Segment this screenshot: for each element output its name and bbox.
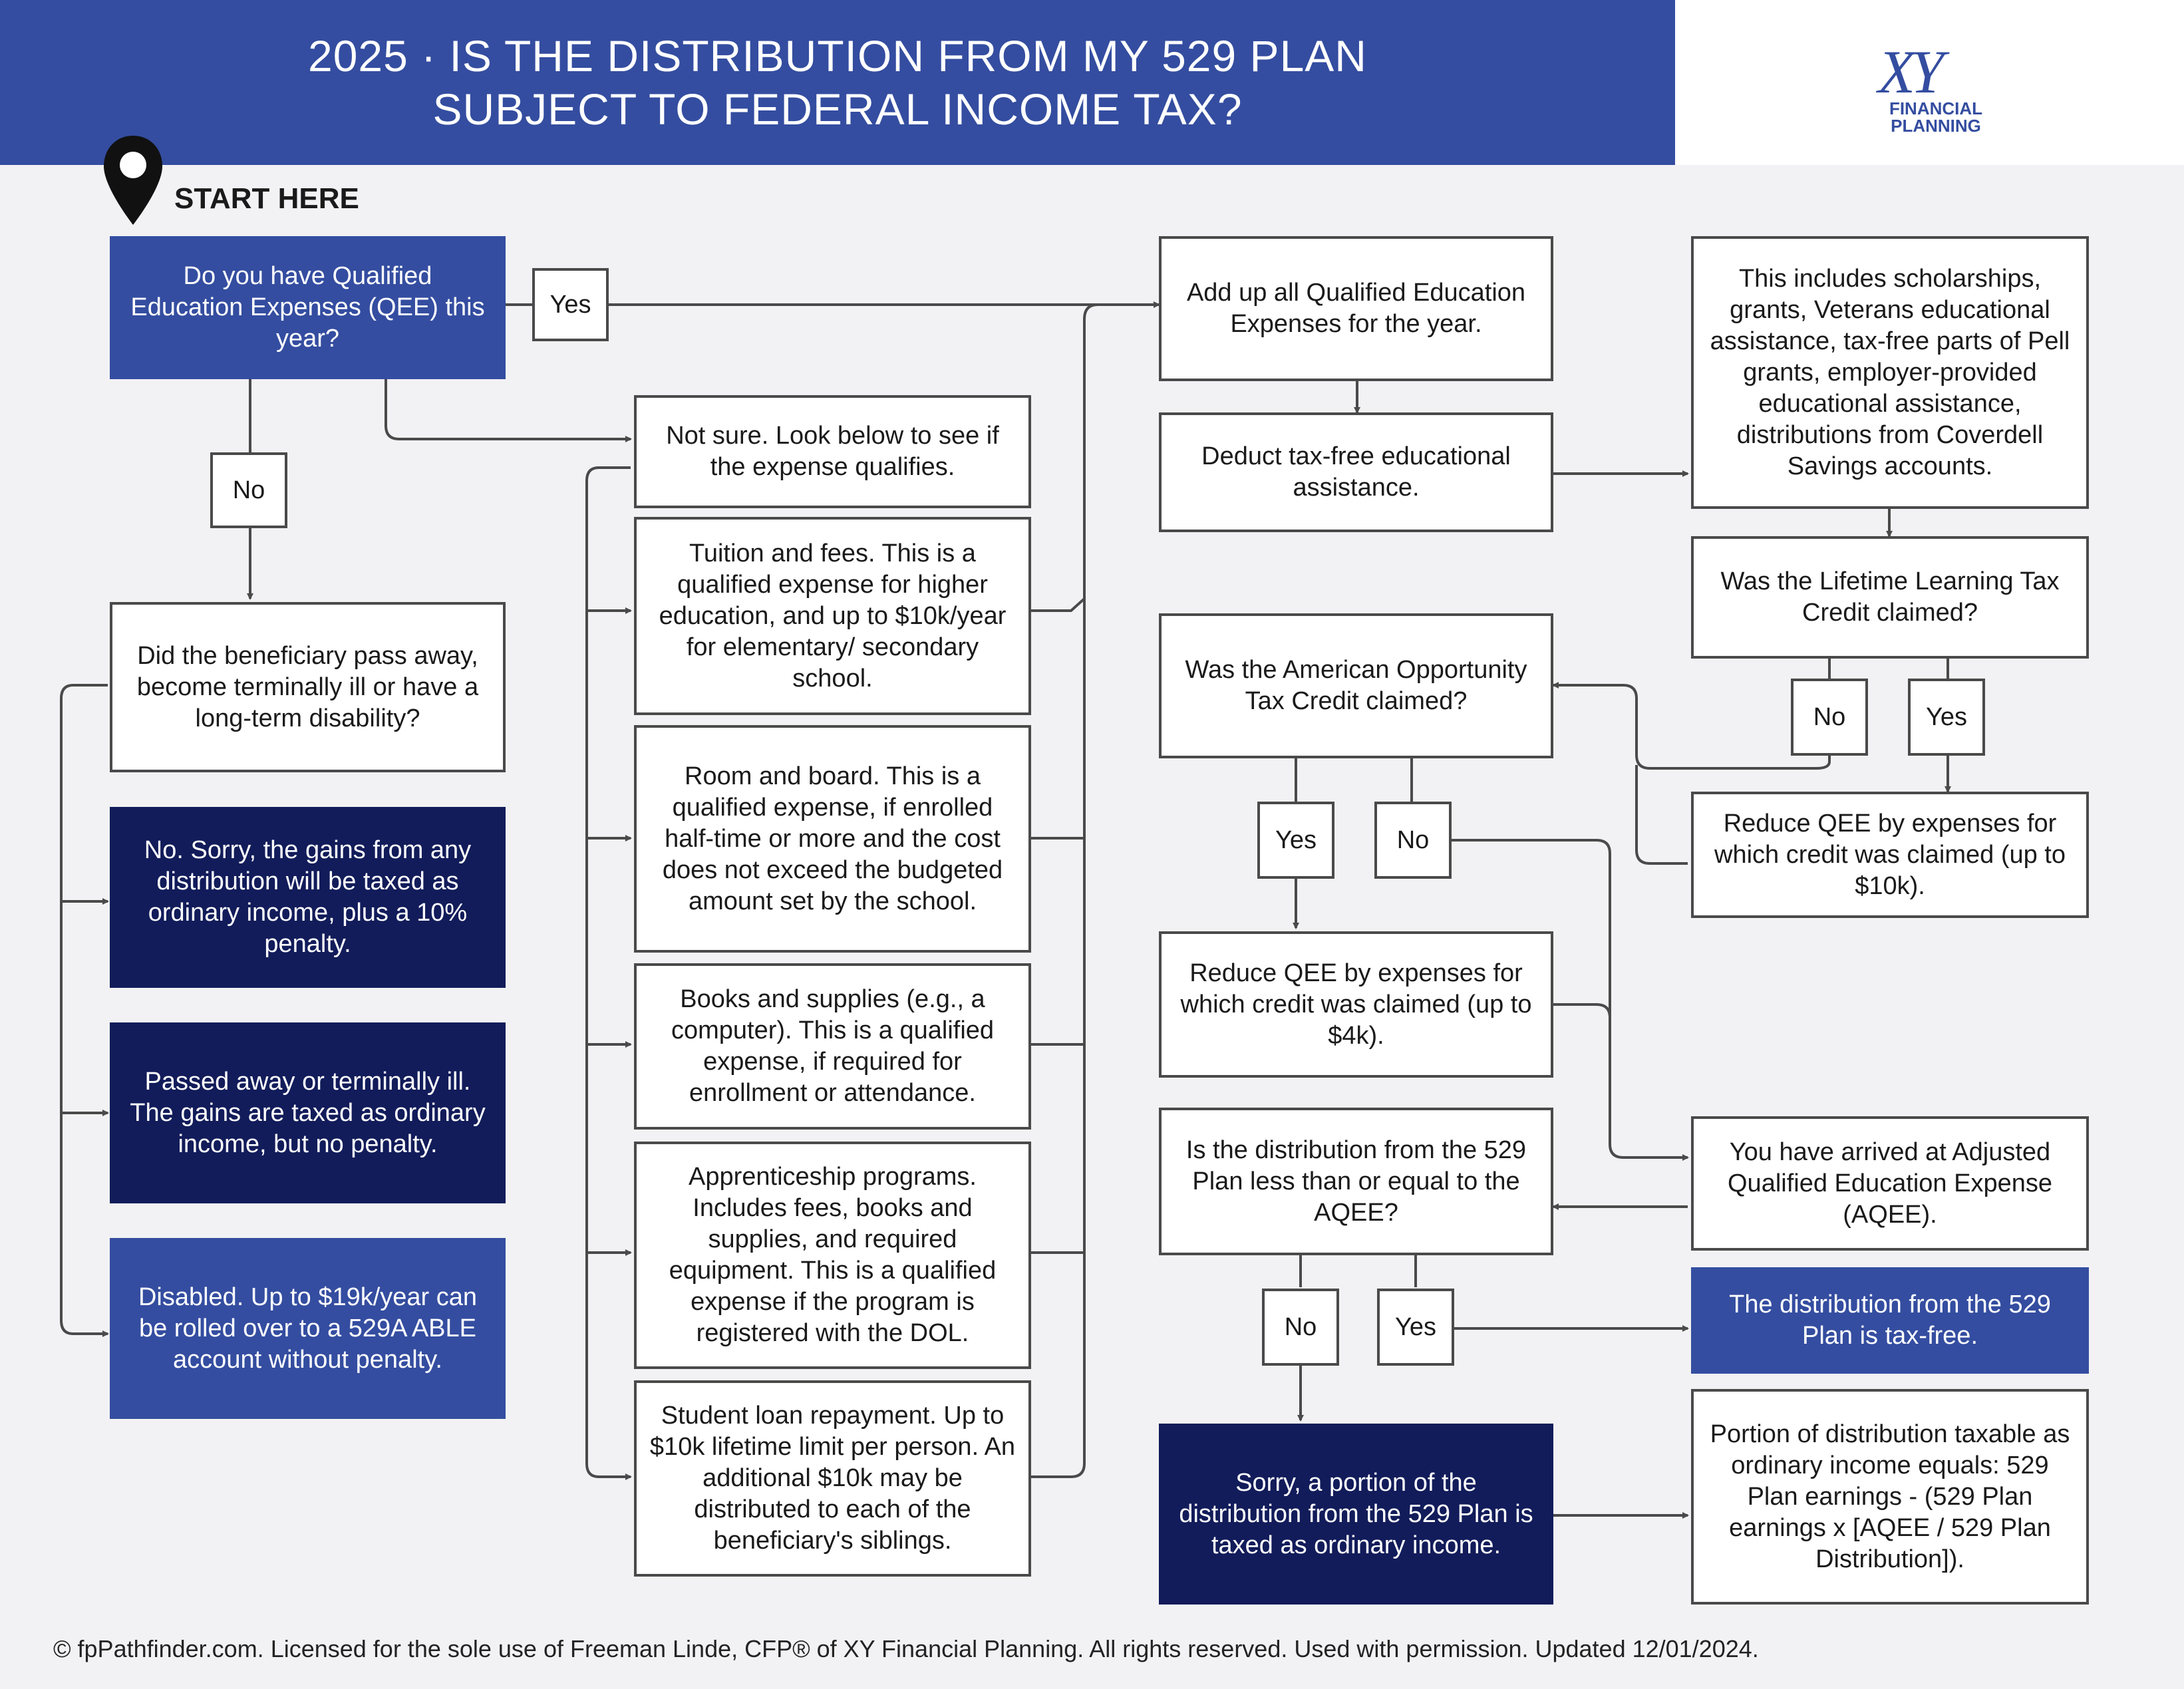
books-supplies-box: Books and supplies (e.g., a computer). T… (634, 963, 1031, 1130)
outcome-tax-free: The distribution from the 529 Plan is ta… (1691, 1267, 2089, 1374)
label-no-llc: No (1791, 679, 1868, 756)
label-no-aotc: No (1374, 802, 1452, 879)
outcome-passed-away: Passed away or terminally ill. The gains… (110, 1022, 506, 1203)
title-line-2: SUBJECT TO FEDERAL INCOME TAX? (432, 84, 1243, 134)
label-yes-qee: Yes (532, 268, 609, 341)
room-board-box: Room and board. This is a qualified expe… (634, 725, 1031, 953)
logo-line-1: FINANCIAL (1889, 98, 1983, 118)
location-pin-icon (104, 136, 162, 225)
title-line-1: 2025 · IS THE DISTRIBUTION FROM MY 529 P… (308, 31, 1367, 80)
question-beneficiary-status: Did the beneficiary pass away, become te… (110, 602, 506, 772)
logo-mark: XY (1878, 38, 1944, 106)
add-up-qee-box: Add up all Qualified Education Expenses … (1159, 236, 1553, 381)
outcome-portion-taxed: Sorry, a portion of the distribution fro… (1159, 1424, 1553, 1605)
student-loan-box: Student loan repayment. Up to $10k lifet… (634, 1380, 1031, 1577)
not-sure-box: Not sure. Look below to see if the expen… (634, 395, 1031, 508)
start-here-label: START HERE (174, 182, 359, 215)
label-no-qee: No (210, 452, 287, 528)
page-title: 2025 · IS THE DISTRIBUTION FROM MY 529 P… (308, 29, 1367, 136)
includes-assistance-box: This includes scholarships, grants, Vete… (1691, 236, 2089, 509)
header-banner: 2025 · IS THE DISTRIBUTION FROM MY 529 P… (0, 0, 1675, 165)
question-distribution-vs-aqee: Is the distribution from the 529 Plan le… (1159, 1108, 1553, 1255)
outcome-no-sorry: No. Sorry, the gains from any distributi… (110, 807, 506, 988)
outcome-disabled: Disabled. Up to $19k/year can be rolled … (110, 1238, 506, 1419)
tuition-box: Tuition and fees. This is a qualified ex… (634, 517, 1031, 715)
xy-logo: XY FINANCIAL PLANNING (1675, 37, 2184, 136)
copyright-footer: © fpPathfinder.com. Licensed for the sol… (53, 1635, 1759, 1662)
logo-area: XY FINANCIAL PLANNING (1675, 0, 2184, 165)
label-yes-llc: Yes (1908, 679, 1985, 756)
deduct-assistance-box: Deduct tax-free educational assistance. (1159, 412, 1553, 532)
taxable-formula-box: Portion of distribution taxable as ordin… (1691, 1389, 2089, 1605)
apprenticeship-box: Apprenticeship programs. Includes fees, … (634, 1142, 1031, 1369)
question-lifetime-learning: Was the Lifetime Learning Tax Credit cla… (1691, 536, 2089, 659)
label-no-dist: No (1262, 1289, 1339, 1366)
question-have-qee: Do you have Qualified Education Expenses… (110, 236, 506, 379)
reduce-qee-4k-box: Reduce QEE by expenses for which credit … (1159, 931, 1553, 1078)
logo-text: FINANCIAL PLANNING (1869, 100, 2002, 134)
aqee-box: You have arrived at Adjusted Qualified E… (1691, 1116, 2089, 1251)
label-yes-aotc: Yes (1257, 802, 1334, 879)
logo-line-2: PLANNING (1891, 116, 1981, 136)
question-aotc: Was the American Opportunity Tax Credit … (1159, 613, 1553, 758)
label-yes-dist: Yes (1377, 1289, 1454, 1366)
reduce-qee-10k-box: Reduce QEE by expenses for which credit … (1691, 792, 2089, 918)
